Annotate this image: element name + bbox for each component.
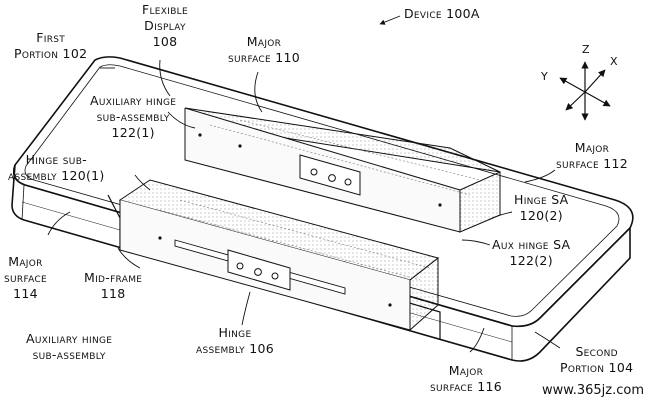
device-front-side	[11, 164, 631, 362]
axis-y-label: Y	[540, 70, 548, 83]
axis-x-label: X	[610, 55, 618, 68]
hinge-block-lower	[118, 179, 440, 332]
device-inner-rim	[24, 64, 620, 317]
watermark: www.365jz.com	[540, 383, 646, 398]
leader-lines	[47, 15, 561, 353]
label-device: Device 100A	[404, 6, 480, 21]
label-hinge-sub-120-1: Hinge sub-assembly 120(1)	[8, 152, 105, 183]
axis-z-label: Z	[582, 43, 590, 56]
axes-glyph	[559, 61, 611, 121]
aux-hinge-block-upper	[184, 107, 501, 233]
